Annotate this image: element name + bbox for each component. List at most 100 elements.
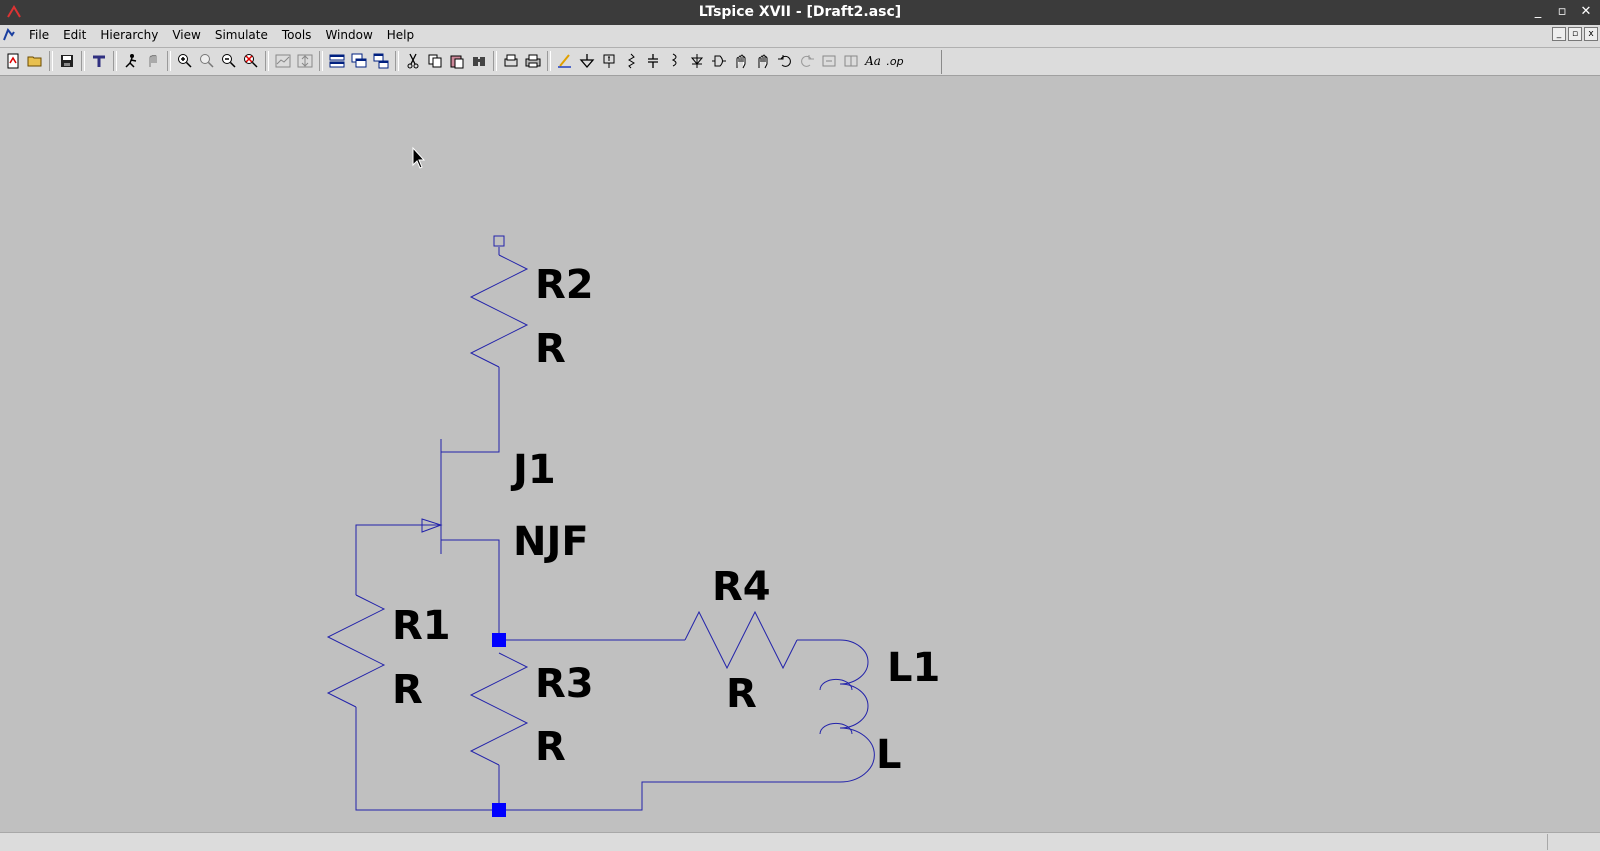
spice-directive-button[interactable]: .op: [884, 50, 906, 72]
menu-tools[interactable]: Tools: [281, 28, 312, 42]
inductor-button[interactable]: [664, 50, 686, 72]
menu-edit[interactable]: Edit: [63, 28, 87, 42]
wires: [326, 247, 875, 811]
save-icon: [61, 55, 73, 67]
undo-button[interactable]: [774, 50, 796, 72]
drag-button[interactable]: [752, 50, 774, 72]
toolbar-separator: [547, 51, 551, 71]
inductor-l1-loops: [819, 678, 853, 735]
redo-button[interactable]: [796, 50, 818, 72]
cut-icon: [407, 53, 419, 69]
j1-ref-label[interactable]: J1: [510, 447, 556, 493]
tile-horizontal-button[interactable]: [326, 50, 348, 72]
print-setup-button[interactable]: [500, 50, 522, 72]
new-schematic-button[interactable]: [2, 50, 24, 72]
document-minimize-button[interactable]: _: [1552, 27, 1566, 41]
ground-button[interactable]: [576, 50, 598, 72]
save-button[interactable]: [56, 50, 78, 72]
run-icon: [125, 54, 137, 68]
schematic-drawing[interactable]: R2 R J1 NJF R1 R R3 R R4 R L1 L: [0, 76, 1600, 832]
r2-ref-label[interactable]: R2: [535, 262, 594, 308]
r1-ref-label[interactable]: R1: [392, 603, 451, 649]
mirror-icon: [844, 55, 858, 67]
draw-wire-button[interactable]: [554, 50, 576, 72]
schematic-canvas[interactable]: R2 R J1 NJF R1 R R3 R R4 R L1 L: [0, 76, 1600, 832]
cut-button[interactable]: [402, 50, 424, 72]
l1-value-label[interactable]: L: [876, 732, 902, 778]
cascade-button[interactable]: [348, 50, 370, 72]
undo-icon: [778, 55, 791, 67]
menu-window[interactable]: Window: [325, 28, 373, 42]
zoom-fit-button[interactable]: [240, 50, 262, 72]
text-button[interactable]: Aa: [862, 50, 884, 72]
open-terminal[interactable]: [493, 235, 505, 247]
label-net-button[interactable]: [598, 50, 620, 72]
menu-help[interactable]: Help: [386, 28, 415, 42]
zoom-out-button[interactable]: [218, 50, 240, 72]
r4-value-label[interactable]: R: [726, 671, 757, 717]
autorange-button[interactable]: [272, 50, 294, 72]
rotate-button[interactable]: [818, 50, 840, 72]
r4-ref-label[interactable]: R4: [712, 564, 771, 610]
toolbar-separator: [113, 51, 117, 71]
control-panel-button[interactable]: [88, 50, 110, 72]
resistor-icon: [628, 53, 635, 69]
close-button[interactable]: ✕: [1580, 4, 1592, 19]
tile-vertical-button[interactable]: [370, 50, 392, 72]
diode-button[interactable]: [686, 50, 708, 72]
print-icon: [525, 54, 541, 68]
zoom-out-icon: [222, 54, 236, 68]
copy-icon: [428, 54, 442, 68]
menu-file[interactable]: File: [29, 28, 50, 42]
vertical-autorange-button[interactable]: [294, 50, 316, 72]
toolbar-separator: [167, 51, 171, 71]
r3-ref-label[interactable]: R3: [535, 661, 594, 707]
capacitor-button[interactable]: [642, 50, 664, 72]
mouse-cursor-icon: [412, 146, 426, 169]
l1-ref-label[interactable]: L1: [887, 645, 940, 691]
junction-dot: [492, 633, 506, 647]
document-close-button[interactable]: x: [1584, 27, 1598, 41]
resize-grip[interactable]: [1547, 834, 1600, 850]
find-button[interactable]: [468, 50, 490, 72]
halt-button[interactable]: [142, 50, 164, 72]
mirror-button[interactable]: [840, 50, 862, 72]
pan-button[interactable]: [196, 50, 218, 72]
open-button[interactable]: [24, 50, 46, 72]
resistor-button[interactable]: [620, 50, 642, 72]
move-button[interactable]: [730, 50, 752, 72]
component-button[interactable]: [708, 50, 730, 72]
ltspice-app-icon[interactable]: [6, 5, 22, 19]
control-panel-icon: [93, 55, 105, 67]
junction-dot: [492, 803, 506, 817]
j1-value-label[interactable]: NJF: [513, 519, 589, 565]
menu-view[interactable]: View: [172, 28, 201, 42]
inductor-l1[interactable]: [839, 639, 875, 783]
resistor-r2[interactable]: [469, 254, 529, 368]
menu-bar: File Edit Hierarchy View Simulate Tools …: [0, 25, 1600, 48]
zoom-in-button[interactable]: [174, 50, 196, 72]
copy-button[interactable]: [424, 50, 446, 72]
print-button[interactable]: [522, 50, 544, 72]
resistor-r1[interactable]: [326, 594, 386, 708]
resistor-r4[interactable]: [684, 610, 798, 670]
tile-horizontal-icon: [329, 54, 345, 68]
toolbar: Aa .op: [0, 48, 1600, 76]
maximize-button[interactable]: ▫: [1557, 4, 1567, 19]
zoom-in-icon: [178, 54, 192, 68]
wire-j1-gate: [355, 524, 441, 595]
toolbar-separator: [493, 51, 497, 71]
toolbar-separator: [81, 51, 85, 71]
r2-value-label[interactable]: R: [535, 326, 566, 372]
run-button[interactable]: [120, 50, 142, 72]
document-system-icon[interactable]: [2, 28, 16, 42]
r3-value-label[interactable]: R: [535, 724, 566, 770]
paste-button[interactable]: [446, 50, 468, 72]
minimize-button[interactable]: _: [1534, 4, 1542, 19]
resistor-r3[interactable]: [469, 652, 529, 766]
document-restore-button[interactable]: ▫: [1568, 27, 1582, 41]
menu-hierarchy[interactable]: Hierarchy: [100, 28, 159, 42]
menu-simulate[interactable]: Simulate: [214, 28, 268, 42]
r1-value-label[interactable]: R: [392, 667, 423, 713]
find-icon: [473, 57, 485, 66]
